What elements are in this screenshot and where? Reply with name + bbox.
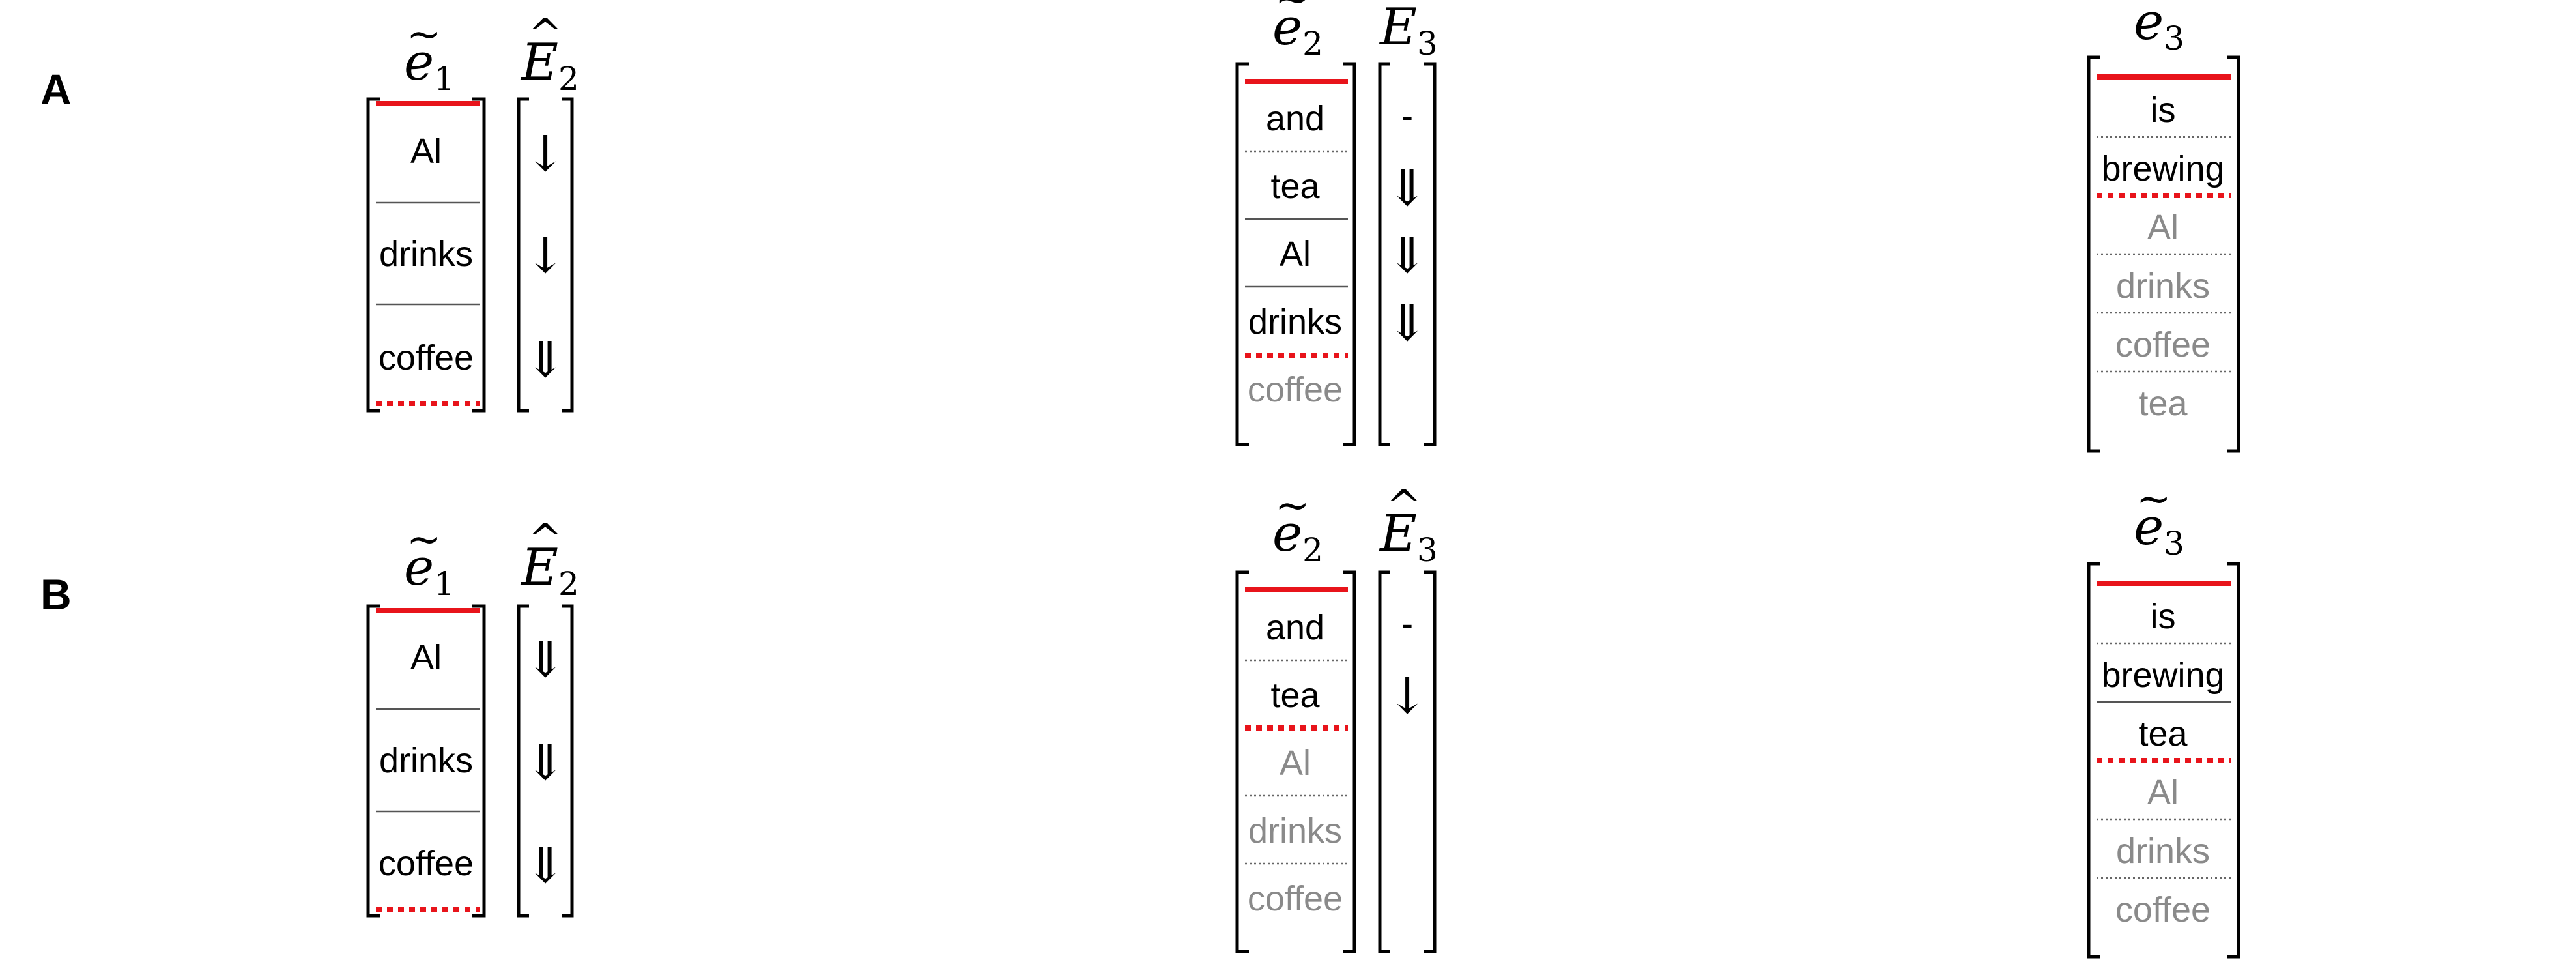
panel-a-e2stack-item: and (1266, 99, 1324, 138)
panel-b-e3stack-item: tea (2138, 714, 2188, 753)
panel-a-e2stack-item: drinks (1248, 302, 1342, 342)
panel-a-e3stack-item: coffee (2115, 325, 2211, 364)
panel-a-e1-tilde: ~ (407, 10, 442, 59)
panel-b-e3stack-item: brewing (2101, 656, 2224, 695)
panel-b-stack-e1: e1 ~ Al drinks coffee (366, 516, 486, 918)
panel-a-e2stack-item: tea (1270, 167, 1320, 206)
panel-a-e3stack-header: e3 (2134, 0, 2184, 57)
panel-b-e3-op: ↓ (1386, 667, 1428, 725)
panel-a-e1-item: coffee (379, 338, 474, 377)
panel-a-e2stack-header: e2 (1272, 0, 1323, 63)
panel-b-e3stack-tilde: ~ (2136, 475, 2171, 523)
panel-a-e3stack-item: Al (2147, 208, 2179, 247)
panel-b-label: B (40, 570, 72, 618)
panel-a-ops-e3: E3 - ⇓ ⇓ ⇓ (1378, 0, 1438, 446)
panel-a-e1-item: Al (410, 132, 442, 171)
panel-a-e3stack-bracket (2087, 55, 2240, 453)
panel-b-e2stack-tilde: ~ (1275, 482, 1310, 530)
panel-b-e3stack-item: coffee (2115, 890, 2211, 929)
panel-b-e3-op: - (1401, 604, 1413, 643)
panel-a-e2-op: ⇓ (524, 330, 566, 388)
panel-b-e3stack-item: is (2151, 597, 2176, 636)
panel-b-stack-e3: e3 ~ is brewing tea Al drinks coffee (2087, 475, 2240, 959)
panel-b-e1-header: e1 (404, 538, 455, 603)
panel-a-e2stack-item: Al (1280, 235, 1311, 274)
panel-a-e3-op: ⇓ (1386, 226, 1428, 284)
panel-a-stack-e2: e2 ~ and tea Al drinks coffee (1235, 0, 1356, 446)
panel-a-e2-op: ↓ (524, 124, 566, 182)
panel-a-e3-op: ⇓ (1386, 294, 1428, 352)
panel-b-e1-item: Al (410, 638, 442, 677)
panel-a-e3-header: E3 (1379, 0, 1438, 63)
panel-a-e3stack-item: brewing (2101, 149, 2224, 188)
panel-b-e3stack-bracket (2087, 562, 2240, 959)
panel-b-e1-tilde: ~ (407, 516, 442, 564)
panel-a-e3stack-item: is (2151, 91, 2176, 130)
panel-a-e1-header: e1 (404, 33, 455, 98)
panel-a-e2stack-tilde: ~ (1275, 0, 1310, 23)
panel-a-e2-bracket (517, 97, 574, 413)
panel-b-e3stack-item: Al (2147, 773, 2179, 812)
panel-a-stack-e1: e1 ~ Al drinks coffee (366, 10, 486, 413)
panel-b-e1-item: coffee (379, 844, 474, 883)
panel-a-stack-e3: e3 ~ is brewing Al drinks coffee tea (2087, 0, 2240, 453)
panel-a-e1-item: drinks (379, 235, 473, 274)
panel-a-e3stack-item: drinks (2116, 267, 2210, 306)
panel-b-ops-e2: E2 ^ ⇓ ⇓ ⇓ (517, 516, 579, 918)
panel-b-stack-e2: e2 ~ and tea Al drinks coffee (1235, 482, 1356, 953)
panel-b-e3-hat: ^ (1386, 482, 1422, 530)
panel-b-e2stack-item: drinks (1248, 811, 1342, 851)
panel-b-e2stack-header: e2 (1272, 504, 1323, 569)
panel-b-e2stack-bracket (1235, 570, 1356, 953)
panel-a-e3-bracket (1378, 62, 1437, 446)
panel-a-e2-header: E2 (520, 33, 579, 98)
panel-b-e2-bracket (517, 604, 574, 918)
panel-b-e3-bracket (1378, 570, 1437, 953)
panel-b-e3stack-item: drinks (2116, 832, 2210, 871)
panel-b-e2stack-item: Al (1280, 744, 1311, 783)
panel-b-ops-e3: E3 ^ - ↓ (1378, 482, 1438, 953)
panel-b-e2-header: E2 (520, 538, 579, 603)
panel-b-e1-item: drinks (379, 741, 473, 780)
panel-a-ops-e2: E2 ^ ↓ ↓ ⇓ (517, 10, 579, 413)
panel-a-e2-hat: ^ (528, 10, 563, 59)
panel-a-e2stack-item: coffee (1248, 370, 1343, 409)
panel-a-e3-op: ⇓ (1386, 159, 1428, 217)
panel-a-e3stack-item: tea (2138, 384, 2188, 423)
panel-a-e1-bracket (366, 97, 486, 413)
panel-b-e3stack-header: e3 (2134, 498, 2184, 562)
panel-b-e2-hat: ^ (528, 516, 563, 564)
panel-b-e2-op: ⇓ (524, 733, 566, 791)
panel-a-e2stack-bracket (1235, 62, 1356, 446)
panel-a-e3stack-tilde: ~ (2136, 0, 2171, 18)
panel-b-e2stack-item: tea (1270, 676, 1320, 715)
panel-b-e3-header: E3 (1379, 504, 1438, 569)
panel-b-e1-bracket (366, 604, 486, 918)
panel-b-e2stack-item: and (1266, 608, 1324, 647)
panel-a-e3-op: - (1401, 96, 1413, 136)
panel-b-e2-op: ⇓ (524, 630, 566, 688)
panel-a-label: A (40, 65, 72, 113)
panel-b-e2stack-item: coffee (1248, 879, 1343, 918)
panel-b-e2-op: ⇓ (524, 836, 566, 894)
panel-a-e2-op: ↓ (524, 226, 566, 284)
